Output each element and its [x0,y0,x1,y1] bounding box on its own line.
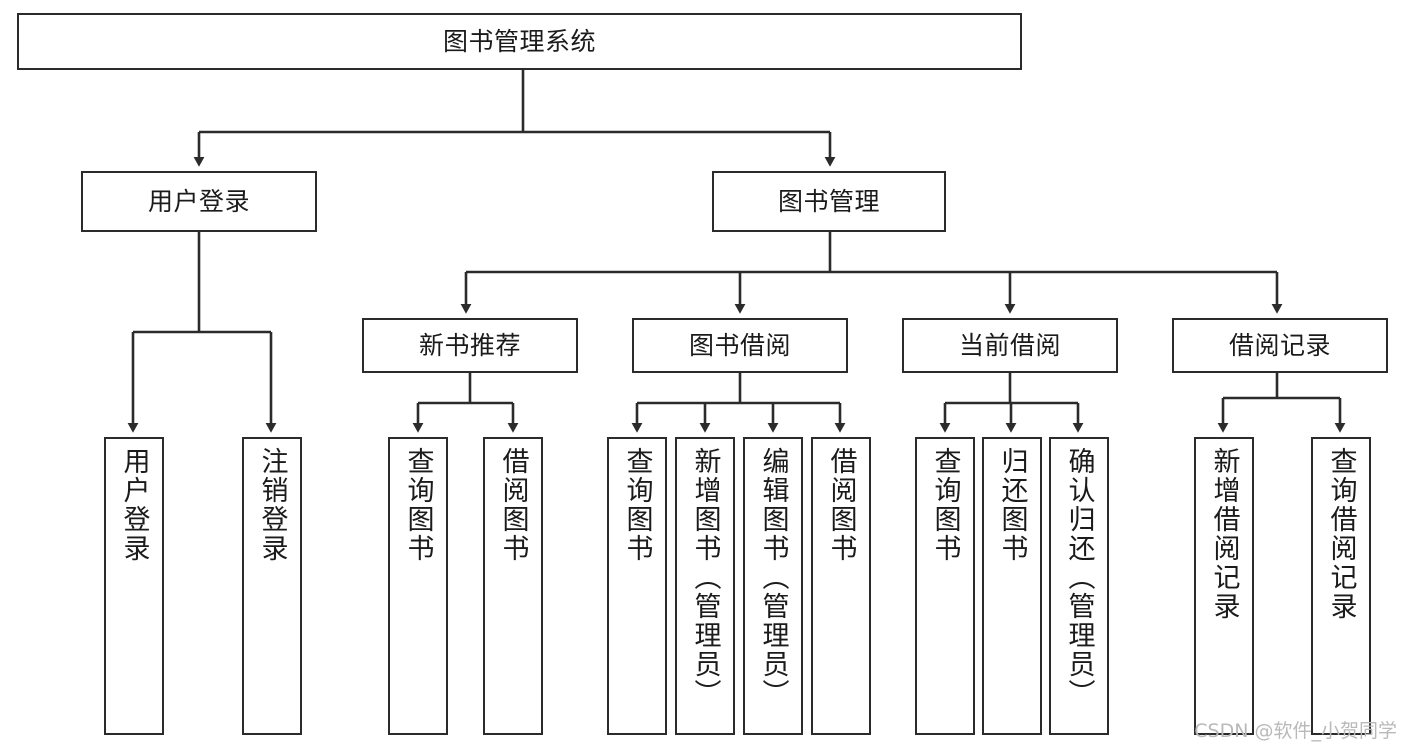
leaf-borrow-record-query[interactable]: 查询借阅记录 [1311,437,1371,735]
node-label: 查询图书 [621,447,653,563]
node-label: 新书推荐 [418,330,521,360]
leaf-book-borrow-borrow[interactable]: 借阅图书 [811,437,871,735]
leaf-new-book-borrow[interactable]: 借阅图书 [483,437,543,735]
node-borrow-record[interactable]: 借阅记录 [1172,318,1388,373]
node-root-system[interactable]: 图书管理系统 [17,13,1022,70]
leaf-user-login-signout[interactable]: 注销登录 [242,437,302,735]
node-label: 归还图书 [996,447,1028,563]
node-label: 图书管理系统 [442,26,596,56]
node-label: 图书借阅 [688,330,791,360]
leaf-book-borrow-edit[interactable]: 编辑图书（管理员） [743,437,803,735]
leaf-new-book-query[interactable]: 查询图书 [388,437,448,735]
node-label: 查询图书 [929,447,961,563]
node-label: 借阅图书 [825,447,857,563]
leaf-book-borrow-add[interactable]: 新增图书（管理员） [675,437,735,735]
node-label: 当前借阅 [958,330,1061,360]
node-new-book-recommend[interactable]: 新书推荐 [362,318,578,373]
node-user-login[interactable]: 用户登录 [81,171,317,232]
leaf-current-borrow-return[interactable]: 归还图书 [982,437,1042,735]
leaf-borrow-record-add[interactable]: 新增借阅记录 [1194,437,1254,735]
node-label: 新增图书（管理员） [689,447,721,708]
leaf-current-borrow-query[interactable]: 查询图书 [915,437,975,735]
node-label: 注销登录 [256,447,288,563]
node-label: 编辑图书（管理员） [757,447,789,708]
node-label: 用户登录 [147,186,250,216]
leaf-user-login-signin[interactable]: 用户登录 [104,437,164,735]
node-book-manage[interactable]: 图书管理 [712,171,946,232]
node-label: 图书管理 [777,186,880,216]
leaf-current-borrow-confirm-return[interactable]: 确认归还（管理员） [1049,437,1109,735]
node-label: 新增借阅记录 [1208,447,1240,621]
node-label: 查询借阅记录 [1325,447,1357,621]
node-current-borrow[interactable]: 当前借阅 [902,318,1118,373]
node-label: 确认归还（管理员） [1063,447,1095,708]
node-label: 查询图书 [402,447,434,563]
node-label: 借阅图书 [497,447,529,563]
leaf-book-borrow-query[interactable]: 查询图书 [607,437,667,735]
node-label: 借阅记录 [1228,330,1331,360]
node-label: 用户登录 [118,447,150,563]
node-book-borrow[interactable]: 图书借阅 [632,318,848,373]
